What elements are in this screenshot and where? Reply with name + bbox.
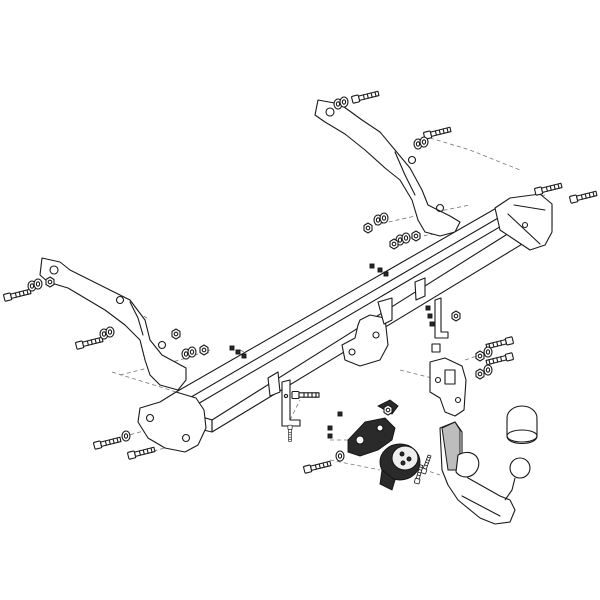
small-fastener [235,349,241,355]
small-fastener [327,425,333,431]
nut [475,368,485,380]
washer [187,346,197,358]
electrical-socket [379,443,421,491]
small-l-brackets [281,297,449,427]
washer [339,96,349,108]
small-fastener [425,305,431,311]
bolt [74,335,104,350]
bolt [287,424,293,442]
nut [383,404,393,416]
washer [121,430,131,442]
bolt [126,445,156,460]
nut [45,276,55,288]
bolt [533,181,563,196]
washer [483,364,493,376]
washer [33,278,43,290]
bolt [420,454,433,475]
bolt [291,390,320,400]
center-mount-brackets [267,277,426,397]
bolt [92,435,122,450]
washer [335,450,345,462]
nut [389,238,399,250]
small-fastener [327,433,333,439]
washer [379,212,389,224]
nut [411,230,421,242]
nut [475,350,485,362]
washer [105,326,115,338]
socket-holder-plate [347,399,399,457]
small-fastener [383,271,389,277]
small-fastener [429,321,435,327]
washer [419,136,429,148]
bolt [2,287,32,302]
small-fastener [337,411,343,417]
washer [483,346,493,358]
bolt [568,189,598,204]
small-fastener [369,263,375,269]
crossbar-beam [137,193,553,453]
detachable-tow-ball [439,421,531,525]
bolt [422,125,452,140]
ball-cover-cap [506,405,538,445]
nut [451,310,461,322]
nut [171,328,181,340]
small-fastener [241,353,247,359]
nut [363,222,373,234]
bolt [350,89,380,104]
small-fastener [377,267,383,273]
washer [401,232,411,244]
nut [199,344,209,356]
bolt [302,459,332,474]
left-bracket-arm [39,257,187,391]
small-fastener [427,313,433,319]
small-fastener [229,345,235,351]
ball-receiver-plate [429,357,467,417]
